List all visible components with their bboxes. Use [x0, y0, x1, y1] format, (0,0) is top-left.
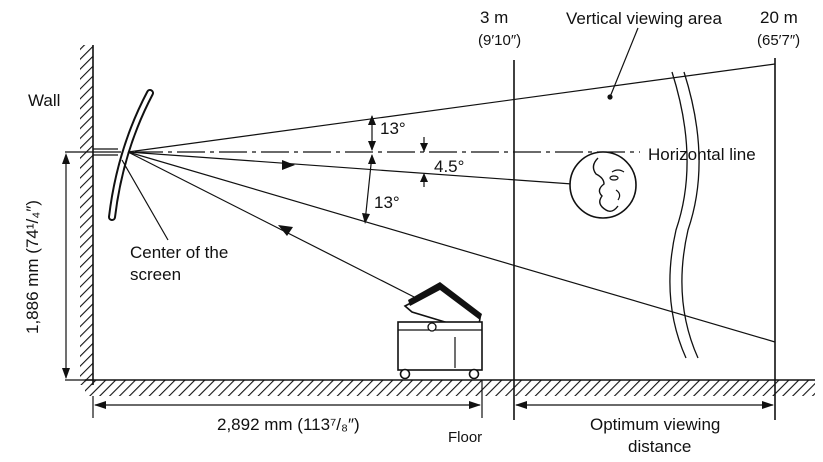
optimum-label-line1: Optimum viewing	[590, 415, 720, 434]
eye-line	[127, 151, 601, 187]
center-label-line1: Center of the	[130, 243, 228, 262]
viewer-face	[569, 151, 637, 219]
angle-eye-label: 4.5°	[434, 157, 464, 176]
floor-hatch	[85, 380, 815, 396]
projector-beam	[127, 151, 421, 301]
far-distance-ft: (65′7″)	[757, 32, 800, 49]
wall-label: Wall	[28, 91, 60, 110]
angle-lower-label: 13°	[374, 193, 400, 212]
near-distance-m: 3 m	[480, 8, 508, 27]
optimum-label-line2: distance	[628, 437, 691, 456]
width-dimension	[92, 380, 483, 418]
angle-upper-label: 13°	[380, 119, 406, 138]
height-dimension: 1,886 mm (74¹/₄″)	[23, 151, 93, 381]
wall	[80, 45, 94, 385]
width-label: 2,892 mm (113⁷/₈″)	[217, 415, 360, 434]
near-distance-ft: (9′10″)	[478, 32, 521, 49]
floor	[85, 379, 815, 396]
vertical-area-label: Vertical viewing area	[566, 9, 722, 28]
optimum-dimension	[515, 401, 774, 409]
projector-unit	[397, 282, 483, 380]
wall-hatch	[80, 45, 93, 385]
height-label: 1,886 mm (74¹/₄″)	[23, 200, 42, 334]
floor-label: Floor	[448, 429, 482, 446]
viewing-area-lower	[127, 151, 776, 343]
viewing-area-upper	[127, 63, 776, 153]
center-label-line2: screen	[130, 265, 181, 284]
horizontal-line-label: Horizontal line	[648, 145, 756, 164]
angle-markers	[362, 115, 428, 224]
far-distance-m: 20 m	[760, 8, 798, 27]
